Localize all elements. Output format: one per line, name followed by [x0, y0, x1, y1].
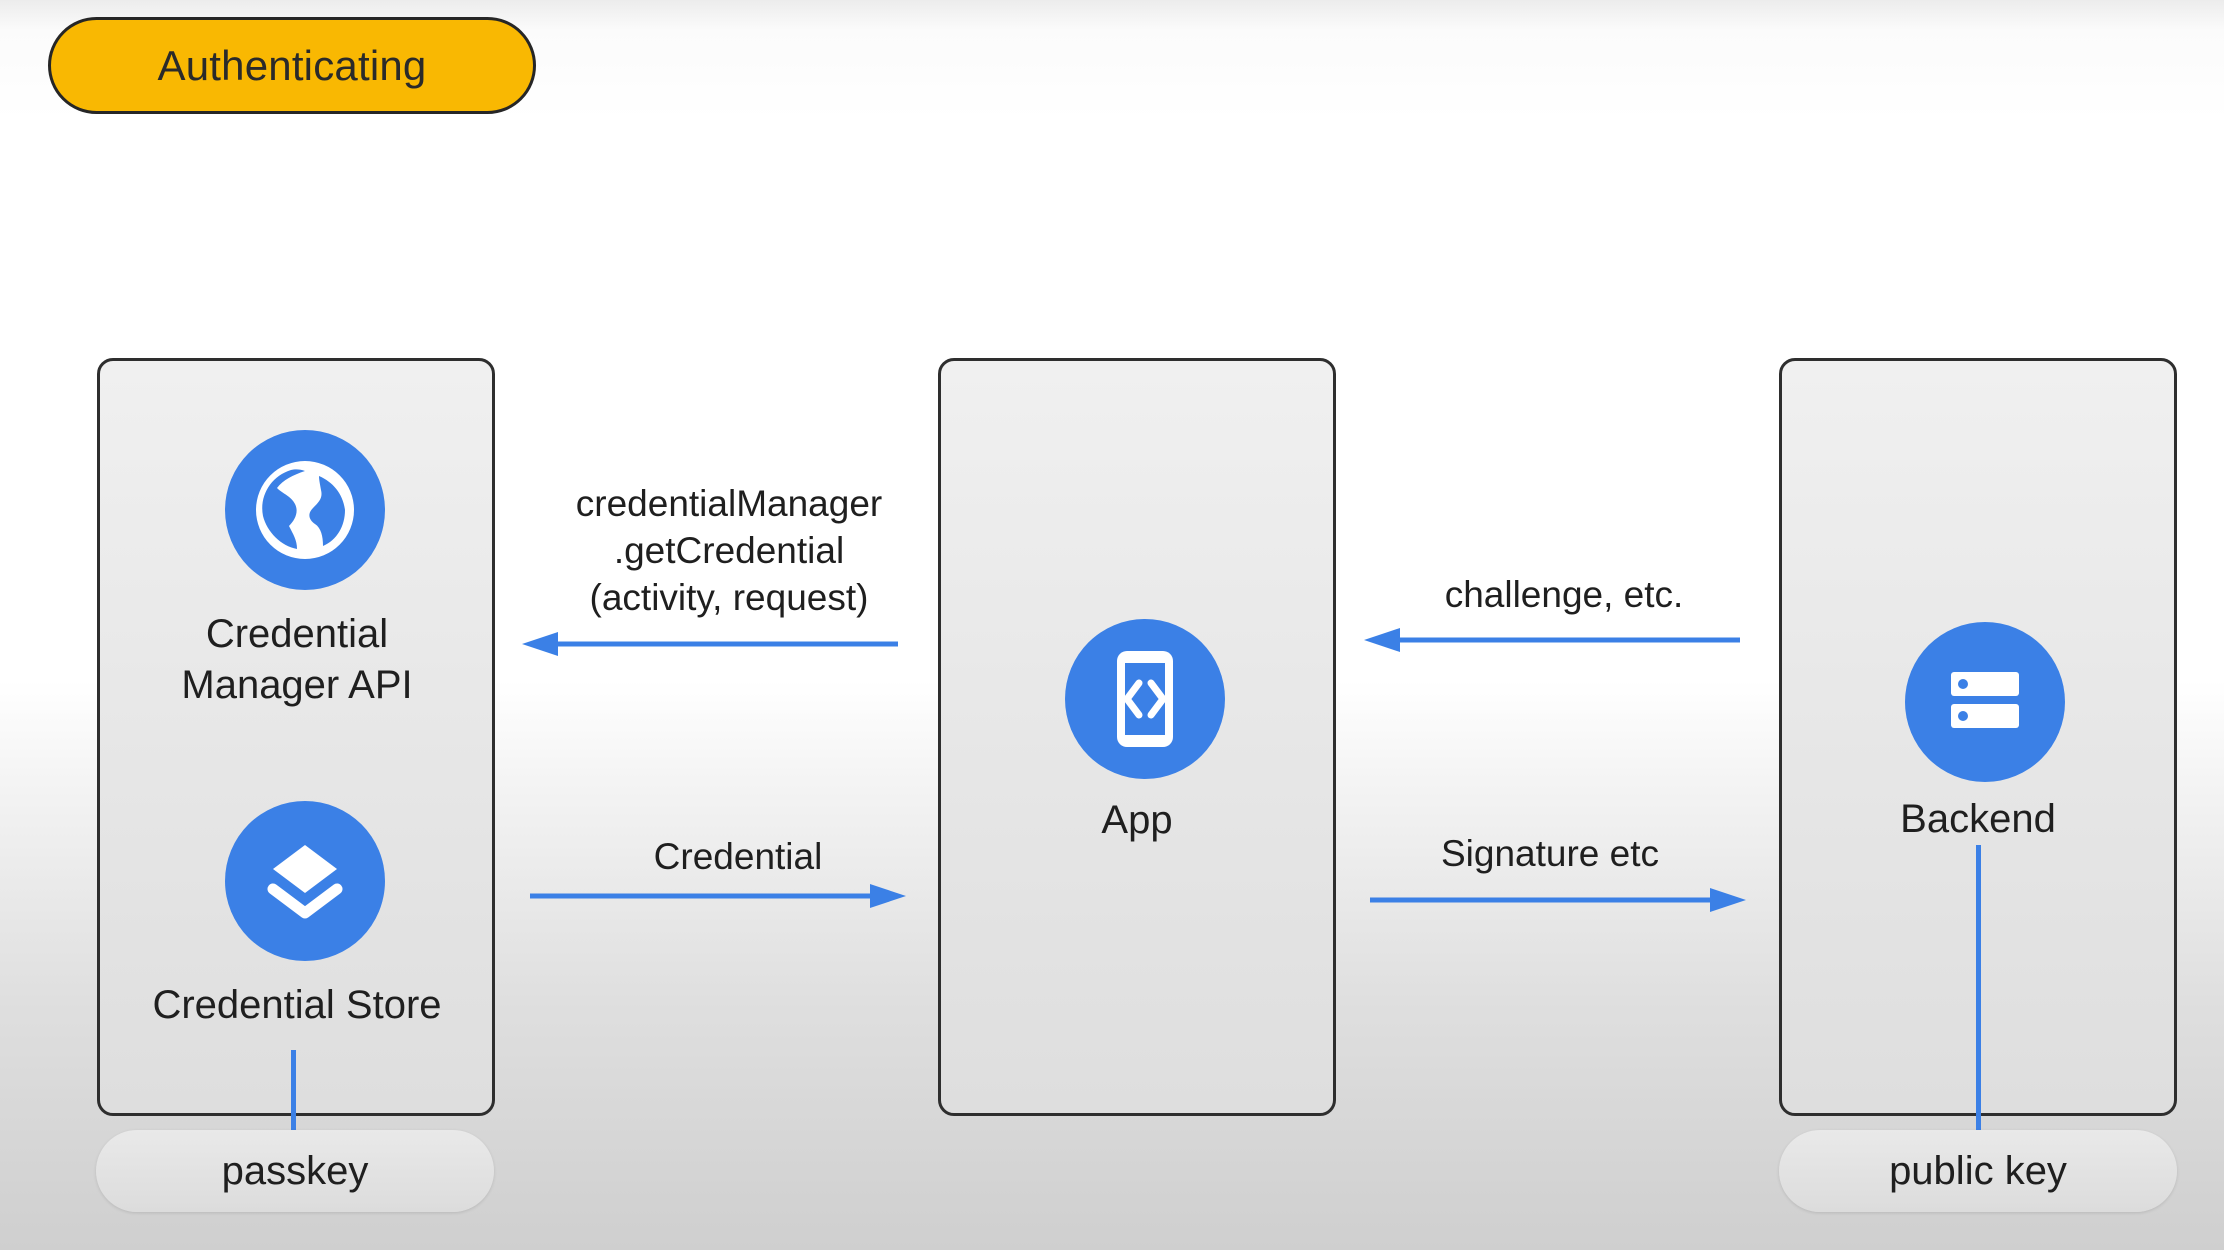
backend-connector [1976, 845, 1981, 1130]
credential-manager-api-label-line1: Credential [205, 612, 389, 656]
backend-label: Backend [1900, 797, 2056, 841]
signature-label: Signature etc [1440, 833, 1660, 874]
get-credential-label-line3: (activity, request) [589, 577, 869, 618]
section-title-text: Authenticating [157, 41, 427, 89]
credential-label: Credential [653, 836, 823, 877]
arrow-get-credential [522, 632, 898, 656]
challenge-label: challenge, etc. [1444, 574, 1684, 615]
credential-manager-api-label-line2: Manager API [181, 663, 413, 707]
server-icon [1905, 622, 2065, 782]
arrow-challenge [1364, 628, 1740, 652]
globe-icon [225, 430, 385, 590]
credential-store-label: Credential Store [152, 983, 442, 1027]
android-code-icon [1065, 619, 1225, 779]
arrow-signature [1370, 888, 1746, 912]
section-title: Authenticating [48, 17, 536, 114]
arrow-credential [530, 884, 906, 908]
layers-icon [225, 801, 385, 961]
get-credential-label: credentialManager .getCredential (activi… [576, 480, 882, 621]
public-key-label: public key [1889, 1148, 2067, 1193]
get-credential-label-line2: .getCredential [613, 530, 845, 571]
passkey-pill: passkey [96, 1130, 494, 1212]
get-credential-label-line1: credentialManager [575, 483, 883, 524]
passkey-label: passkey [221, 1148, 369, 1193]
app-label: App [1101, 798, 1173, 842]
public-key-pill: public key [1779, 1130, 2177, 1212]
credential-store-connector [291, 1050, 296, 1130]
credential-manager-api-label: Credential Manager API [181, 609, 412, 711]
